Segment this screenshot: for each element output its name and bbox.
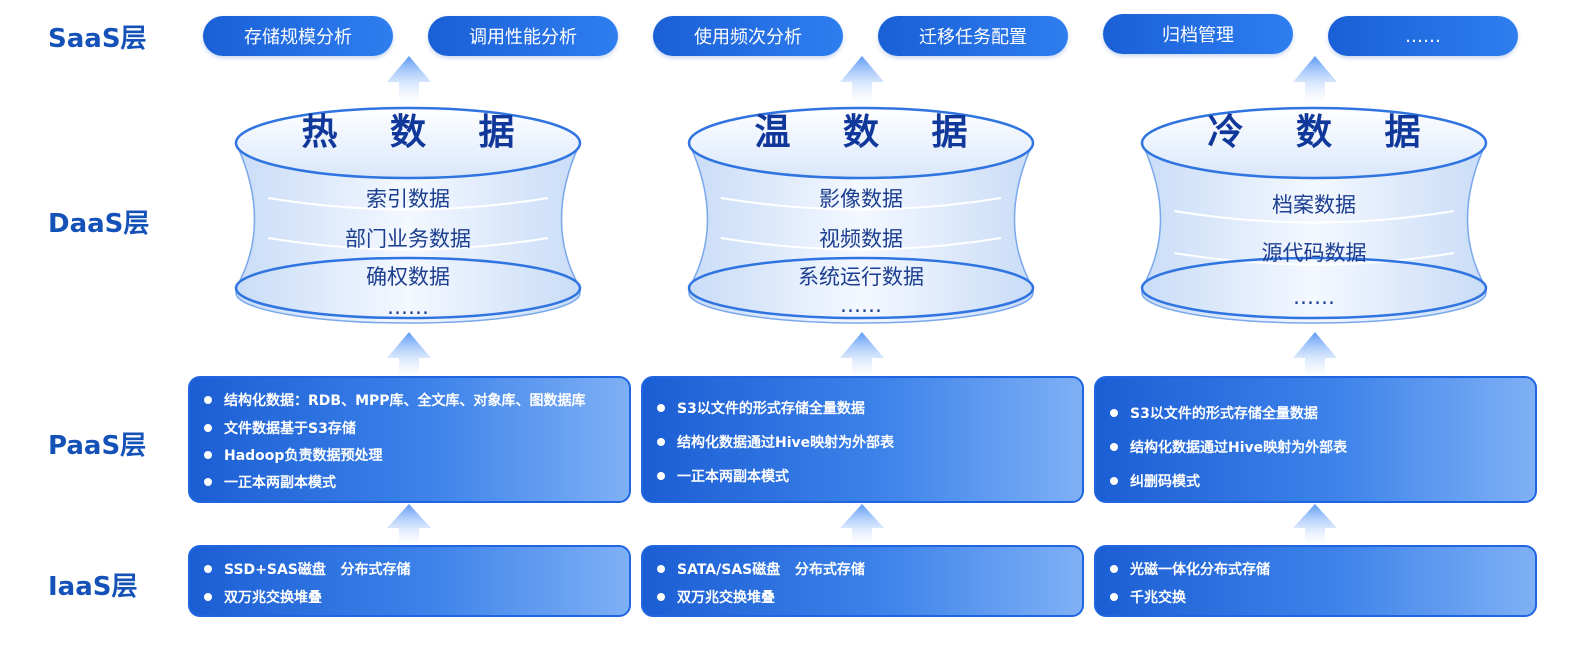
bullet-icon (1110, 477, 1118, 485)
saas-pill-storage-analysis[interactable]: 存储规模分析 (203, 16, 393, 56)
layer-label-saas: SaaS层 (48, 24, 147, 54)
cylinder-title: 温 数 据 (754, 112, 988, 153)
list-item: 一正本两副本模式 (657, 466, 789, 486)
iaas-card-warm: SATA/SAS磁盘 分布式存储 双万兆交换堆叠 (641, 545, 1084, 617)
list-item-text: 双万兆交换堆叠 (224, 590, 322, 606)
list-item: 结构化数据通过Hive映射为外部表 (1110, 437, 1347, 457)
paas-card-hot: 结构化数据：RDB、MPP库、全文库、对象库、图数据库 文件数据基于S3存储 H… (188, 376, 631, 503)
bullet-icon (657, 565, 665, 573)
up-arrow-icon (840, 504, 884, 546)
cylinder-shape (687, 106, 1035, 324)
up-arrow-icon (840, 56, 884, 104)
list-item: Hadoop负责数据预处理 (204, 445, 382, 465)
bullet-icon (204, 565, 212, 573)
cylinder-item: 索引数据 (366, 187, 450, 211)
list-item-text: Hadoop负责数据预处理 (224, 448, 383, 464)
bullet-icon (204, 451, 212, 459)
layer-label-iaas: IaaS层 (48, 572, 138, 602)
list-item: S3以文件的形式存储全量数据 (657, 398, 865, 418)
bullet-icon (657, 593, 665, 601)
cylinder-item: 源代码数据 (1261, 241, 1367, 265)
saas-pill-performance-analysis[interactable]: 调用性能分析 (428, 16, 618, 56)
bullet-icon (1110, 593, 1118, 601)
cylinder-item: …… (840, 293, 882, 317)
iaas-card-hot: SSD+SAS磁盘 分布式存储 双万兆交换堆叠 (188, 545, 631, 617)
up-arrow-icon (1293, 504, 1337, 546)
bullet-icon (1110, 565, 1118, 573)
list-item: 千兆交换 (1110, 587, 1186, 607)
list-item: 双万兆交换堆叠 (204, 587, 322, 607)
cylinder-item: 视频数据 (819, 227, 903, 251)
list-item: 结构化数据通过Hive映射为外部表 (657, 432, 894, 452)
up-arrow-icon (387, 504, 431, 546)
list-item-text: S3以文件的形式存储全量数据 (677, 401, 865, 417)
bullet-icon (204, 593, 212, 601)
bullet-icon (1110, 409, 1118, 417)
cylinder-item: …… (1293, 285, 1335, 309)
saas-pill-migration-config[interactable]: 迁移任务配置 (878, 16, 1068, 56)
cold-data-cylinder: 冷 数 据 档案数据 源代码数据 …… (1134, 93, 1494, 338)
list-item-text: S3以文件的形式存储全量数据 (1130, 406, 1318, 422)
list-item: 纠删码模式 (1110, 471, 1200, 491)
list-item-text: 结构化数据通过Hive映射为外部表 (677, 435, 895, 451)
list-item-text: SSD+SAS磁盘 分布式存储 (224, 562, 411, 578)
cylinder-item: 影像数据 (819, 187, 903, 211)
bullet-icon (1110, 443, 1118, 451)
cylinder-shape (1140, 106, 1488, 324)
list-item-text: 一正本两副本模式 (224, 475, 336, 491)
bullet-icon (204, 424, 212, 432)
up-arrow-icon (387, 332, 431, 378)
up-arrow-icon (1293, 56, 1337, 104)
paas-card-cold: S3以文件的形式存储全量数据 结构化数据通过Hive映射为外部表 纠删码模式 (1094, 376, 1537, 503)
cylinder-title: 冷 数 据 (1207, 112, 1441, 153)
list-item: 光磁一体化分布式存储 (1110, 559, 1270, 579)
list-item-text: 结构化数据通过Hive映射为外部表 (1130, 440, 1348, 456)
bullet-icon (204, 478, 212, 486)
list-item-text: 光磁一体化分布式存储 (1130, 562, 1270, 578)
cylinder-item: 部门业务数据 (345, 227, 471, 251)
list-item: 文件数据基于S3存储 (204, 418, 356, 438)
list-item: S3以文件的形式存储全量数据 (1110, 403, 1318, 423)
saas-pill-frequency-analysis[interactable]: 使用频次分析 (653, 16, 843, 56)
list-item: SATA/SAS磁盘 分布式存储 (657, 559, 865, 579)
bullet-icon (657, 472, 665, 480)
list-item-text: 结构化数据：RDB、MPP库、全文库、对象库、图数据库 (224, 393, 586, 409)
list-item-text: 一正本两副本模式 (677, 469, 789, 485)
list-item: 一正本两副本模式 (204, 472, 336, 492)
list-item-text: 双万兆交换堆叠 (677, 590, 775, 606)
saas-pill-more[interactable]: …… (1328, 16, 1518, 56)
list-item-text: 文件数据基于S3存储 (224, 421, 356, 437)
saas-pill-archive-management[interactable]: 归档管理 (1103, 14, 1293, 54)
layer-label-daas: DaaS层 (48, 209, 150, 239)
list-item-text: 千兆交换 (1130, 590, 1186, 606)
bullet-icon (657, 404, 665, 412)
list-item-text: 纠删码模式 (1130, 474, 1200, 490)
cylinder-item: 档案数据 (1272, 193, 1356, 217)
paas-card-warm: S3以文件的形式存储全量数据 结构化数据通过Hive映射为外部表 一正本两副本模… (641, 376, 1084, 503)
bullet-icon (204, 396, 212, 404)
cylinder-shape (234, 106, 582, 324)
list-item: 结构化数据：RDB、MPP库、全文库、对象库、图数据库 (204, 390, 586, 410)
cylinder-item: 系统运行数据 (798, 265, 924, 289)
up-arrow-icon (1293, 332, 1337, 378)
warm-data-cylinder: 温 数 据 影像数据 视频数据 系统运行数据 …… (681, 93, 1041, 338)
cylinder-title: 热 数 据 (301, 112, 535, 153)
layer-label-paas: PaaS层 (48, 431, 147, 461)
cylinder-item: …… (387, 295, 429, 319)
up-arrow-icon (387, 56, 431, 104)
hot-data-cylinder: 热 数 据 索引数据 部门业务数据 确权数据 …… (228, 93, 588, 338)
iaas-card-cold: 光磁一体化分布式存储 千兆交换 (1094, 545, 1537, 617)
list-item: 双万兆交换堆叠 (657, 587, 775, 607)
cylinder-item: 确权数据 (366, 265, 450, 289)
list-item: SSD+SAS磁盘 分布式存储 (204, 559, 411, 579)
list-item-text: SATA/SAS磁盘 分布式存储 (677, 562, 865, 578)
bullet-icon (657, 438, 665, 446)
up-arrow-icon (840, 332, 884, 378)
